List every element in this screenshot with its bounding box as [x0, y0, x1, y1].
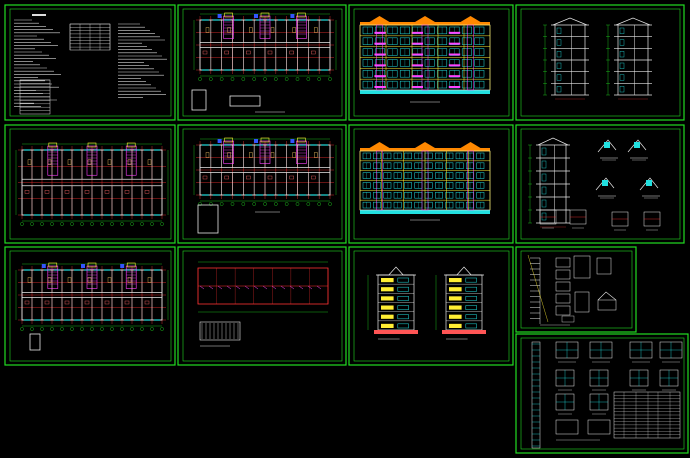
- front-elevation-drawing: [359, 16, 491, 94]
- sheet-sections[interactable]: [515, 4, 685, 121]
- sheet-floor-plan-1[interactable]: [177, 4, 347, 121]
- sheet-floor-plan-2[interactable]: [4, 124, 176, 244]
- sheet-door-window-schedule[interactable]: [515, 333, 689, 454]
- side-elevation-right: [435, 266, 486, 340]
- sheet-section-details[interactable]: [515, 124, 685, 244]
- detail-drawings: [539, 139, 661, 231]
- rear-elevation-drawing: [359, 142, 491, 214]
- sheet-roof-plan[interactable]: [177, 246, 347, 366]
- side-elevation-left: [367, 266, 418, 340]
- section-drawing: [528, 137, 570, 228]
- notes-text-block: [14, 14, 167, 115]
- sheet-rear-elevation[interactable]: [348, 124, 514, 244]
- floor-plan-drawing: [15, 142, 169, 226]
- sheet-stair-details[interactable]: [515, 246, 637, 333]
- roof-plan-drawing: [197, 261, 329, 313]
- floor-plan-drawing: [193, 12, 337, 81]
- detail-drawing: [29, 333, 41, 351]
- sheet-floor-plan-4[interactable]: [4, 246, 176, 366]
- section-drawing-left: [543, 17, 589, 100]
- stair-detail-drawings: [527, 254, 617, 326]
- sheet-side-elevations[interactable]: [348, 246, 514, 366]
- detail-drawing: [191, 89, 285, 113]
- sheet-floor-plan-3[interactable]: [177, 124, 347, 244]
- sheet-front-elevation[interactable]: [348, 4, 514, 121]
- floor-plan-drawing: [193, 137, 337, 206]
- detail-drawing: [197, 204, 280, 234]
- sheet-design-notes[interactable]: [4, 4, 176, 121]
- roof-detail-drawing: [199, 321, 241, 347]
- section-drawing-right: [606, 17, 652, 100]
- floor-plan-drawing: [15, 262, 169, 331]
- door-window-schedule-drawing: [531, 341, 683, 449]
